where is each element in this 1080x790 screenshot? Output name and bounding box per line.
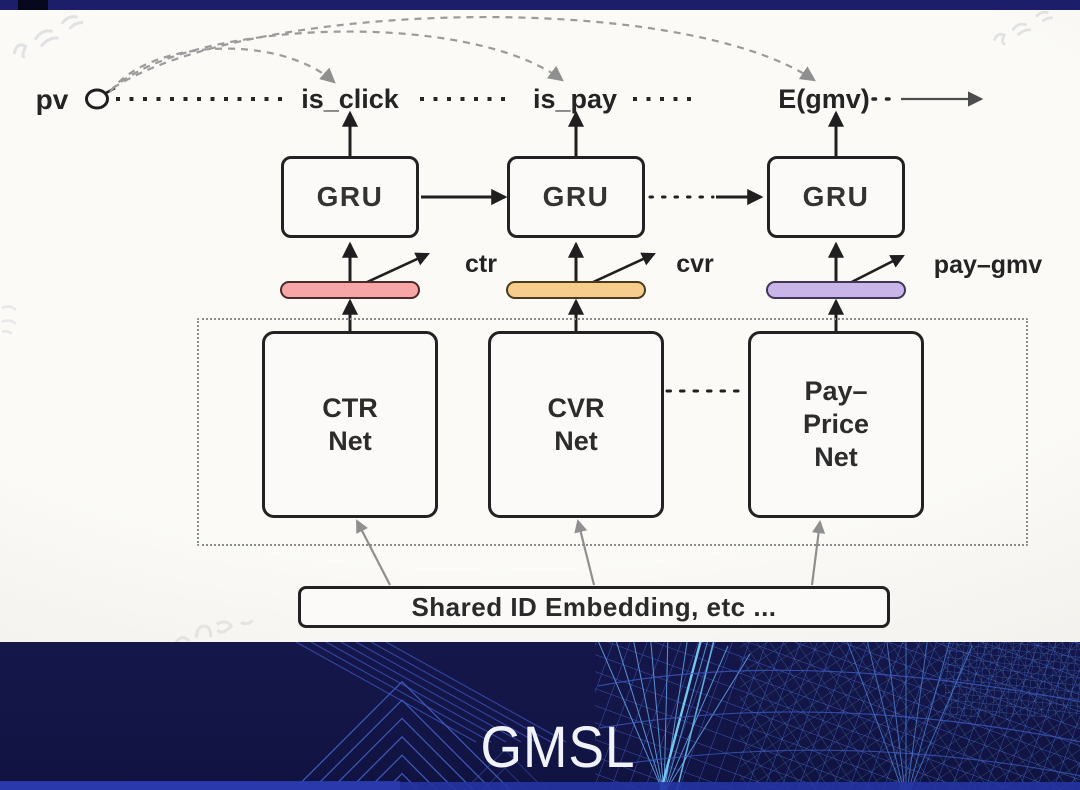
watermark <box>1 305 17 335</box>
cvr-net-line-1: CVR <box>547 392 605 423</box>
e-gmv-label: E(gmv) <box>778 84 870 114</box>
watermark <box>12 2 104 58</box>
pay-price-net-line-2: Price <box>802 409 870 439</box>
gru-box-1-label: GRU <box>316 181 384 212</box>
ctr-net-line-1: CTR <box>322 392 378 423</box>
gru-box-2: GRU <box>507 156 645 238</box>
watermark <box>993 4 1068 46</box>
top-bar <box>0 0 1080 10</box>
cvr-net-line-2: Net <box>554 425 598 456</box>
banner-title: GMSL <box>480 715 636 780</box>
ctr-label: ctr <box>465 250 497 278</box>
shared-embedding-label: Shared ID Embedding, etc ... <box>411 591 777 622</box>
cvr-label: cvr <box>676 250 714 278</box>
pay-gmv-label: pay–gmv <box>933 251 1043 279</box>
shared-nets-container <box>197 318 1028 546</box>
ctr-net-box: CTR Net <box>262 331 438 518</box>
pay-embedding-pill <box>766 281 906 299</box>
gru-box-3: GRU <box>767 156 905 238</box>
cvr-net-box: CVR Net <box>488 331 664 518</box>
gru-box-2-label: GRU <box>542 181 610 212</box>
cvr-embedding-pill <box>506 281 646 299</box>
pay-price-net-box: Pay– Price Net <box>748 331 924 518</box>
pay-price-net-line-1: Pay– <box>804 376 868 406</box>
pay-price-net-line-3: Net <box>814 442 858 472</box>
gru-box-1: GRU <box>281 156 419 238</box>
shared-embedding-box: Shared ID Embedding, etc ... <box>298 586 890 628</box>
ctr-embedding-pill <box>280 281 420 299</box>
is-click-label: is_click <box>301 84 399 114</box>
gru-box-3-label: GRU <box>802 181 870 212</box>
footer-banner <box>0 642 1080 790</box>
ctr-net-line-2: Net <box>328 425 372 456</box>
is-pay-label: is_pay <box>532 84 618 114</box>
wireframe-decoration <box>0 642 1080 790</box>
watermark <box>172 619 254 648</box>
top-bar-notch <box>18 0 48 10</box>
pv-label: pv <box>35 84 69 115</box>
diagram-area: pv is_click is_pay E(gmv) GRU GRU GRU ct… <box>0 0 1080 648</box>
